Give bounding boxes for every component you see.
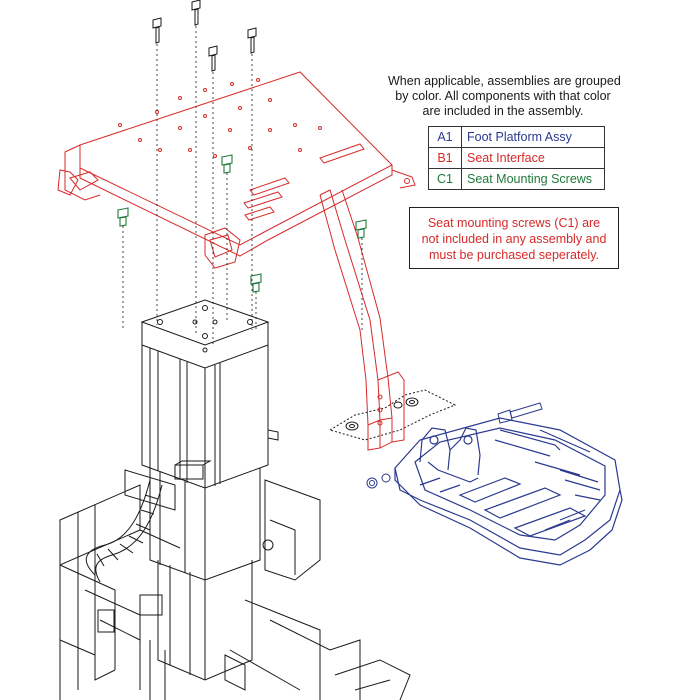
legend-label: Foot Platform Assy <box>461 126 605 148</box>
legend-code: A1 <box>428 126 462 148</box>
seat-mounting-screws <box>117 154 367 293</box>
legend-code: C1 <box>428 168 462 190</box>
cable-chain <box>85 479 163 583</box>
warning-line: not included in any assembly and <box>421 232 607 246</box>
legend-row-b1: B1 Seat Interface <box>428 147 605 169</box>
note-line: are included in the assembly. <box>422 104 584 118</box>
seat-interface <box>57 71 416 451</box>
warning-line: must be purchased seperately. <box>428 248 599 262</box>
note-line: When applicable, assemblies are grouped <box>388 74 621 88</box>
base-chassis <box>59 469 411 700</box>
legend-row-c1: C1 Seat Mounting Screws <box>428 168 605 190</box>
assembly-legend-table: A1 Foot Platform Assy B1 Seat Interface … <box>428 126 605 190</box>
foot-platform <box>394 417 623 566</box>
legend-label: Seat Interface <box>461 147 605 169</box>
alignment-lines <box>122 26 363 345</box>
legend-label: Seat Mounting Screws <box>461 168 605 190</box>
legend-code: B1 <box>428 147 462 169</box>
warning-line: Seat mounting screws (C1) are <box>427 216 601 230</box>
note-line: by color. All components with that color <box>395 89 611 103</box>
assembly-color-note: When applicable, assemblies are grouped … <box>388 74 621 119</box>
platform-bolt <box>366 402 543 489</box>
lift-column <box>140 299 279 681</box>
top-bolts <box>152 0 257 72</box>
legend-row-a1: A1 Foot Platform Assy <box>428 126 605 148</box>
purchase-warning-box: Seat mounting screws (C1) are not includ… <box>409 207 619 269</box>
washers <box>328 389 457 441</box>
